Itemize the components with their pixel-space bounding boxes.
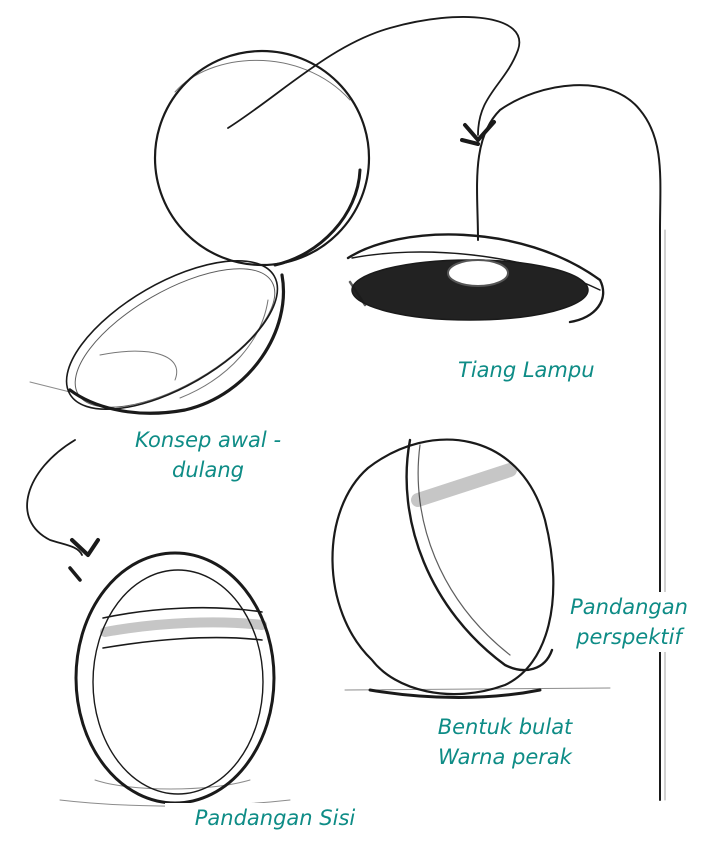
lamp-pole-sketch <box>477 85 665 800</box>
dish-sketch <box>30 231 300 439</box>
caption-tiang-lampu: Tiang Lampu <box>458 355 595 385</box>
caption-line: dulang <box>84 455 332 485</box>
caption-line: Warna perak <box>420 742 590 772</box>
caption-line: Pandangan Sisi <box>165 803 385 833</box>
arrowhead-icon <box>70 540 98 580</box>
lamp-shade-sketch <box>348 234 603 322</box>
caption-line: perspektif <box>555 622 703 652</box>
caption-pandangan-sisi: Pandangan Sisi <box>165 803 385 833</box>
caption-bentuk-bulat: Bentuk bulat Warna perak <box>420 712 590 772</box>
caption-line: Bentuk bulat <box>420 712 590 742</box>
caption-konsep-awal: Konsep awal - dulang <box>84 425 332 485</box>
side-view-sketch <box>60 553 290 806</box>
arrow-connector-left <box>27 440 82 555</box>
caption-pandangan-perspektif: Pandangan perspektif <box>555 592 703 652</box>
caption-line: Tiang Lampu <box>458 355 595 385</box>
perspective-view-sketch <box>332 440 610 698</box>
caption-line: Pandangan <box>555 592 703 622</box>
arrow-connector-top <box>228 17 519 135</box>
sphere-sketch <box>155 51 369 265</box>
caption-line: Konsep awal - <box>84 425 332 455</box>
